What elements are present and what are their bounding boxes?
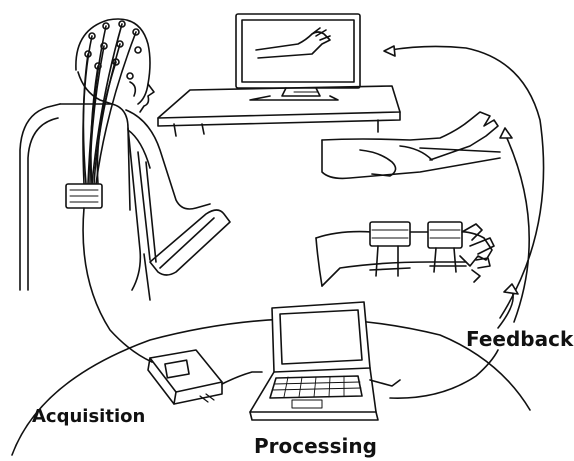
- electrode-cables: [65, 23, 153, 363]
- resting-arm: [321, 111, 501, 180]
- processing-label: Processing: [254, 434, 377, 458]
- laptop-icon: [249, 301, 401, 421]
- amplifier-icon: [147, 349, 263, 405]
- acquisition-label: Acquisition: [32, 406, 146, 427]
- feedback-arrows: [383, 45, 545, 399]
- chair-icon: [19, 103, 231, 301]
- display-table: [157, 85, 401, 137]
- exoskeleton-arm: [315, 221, 495, 287]
- feedback-label: Feedback: [466, 327, 574, 351]
